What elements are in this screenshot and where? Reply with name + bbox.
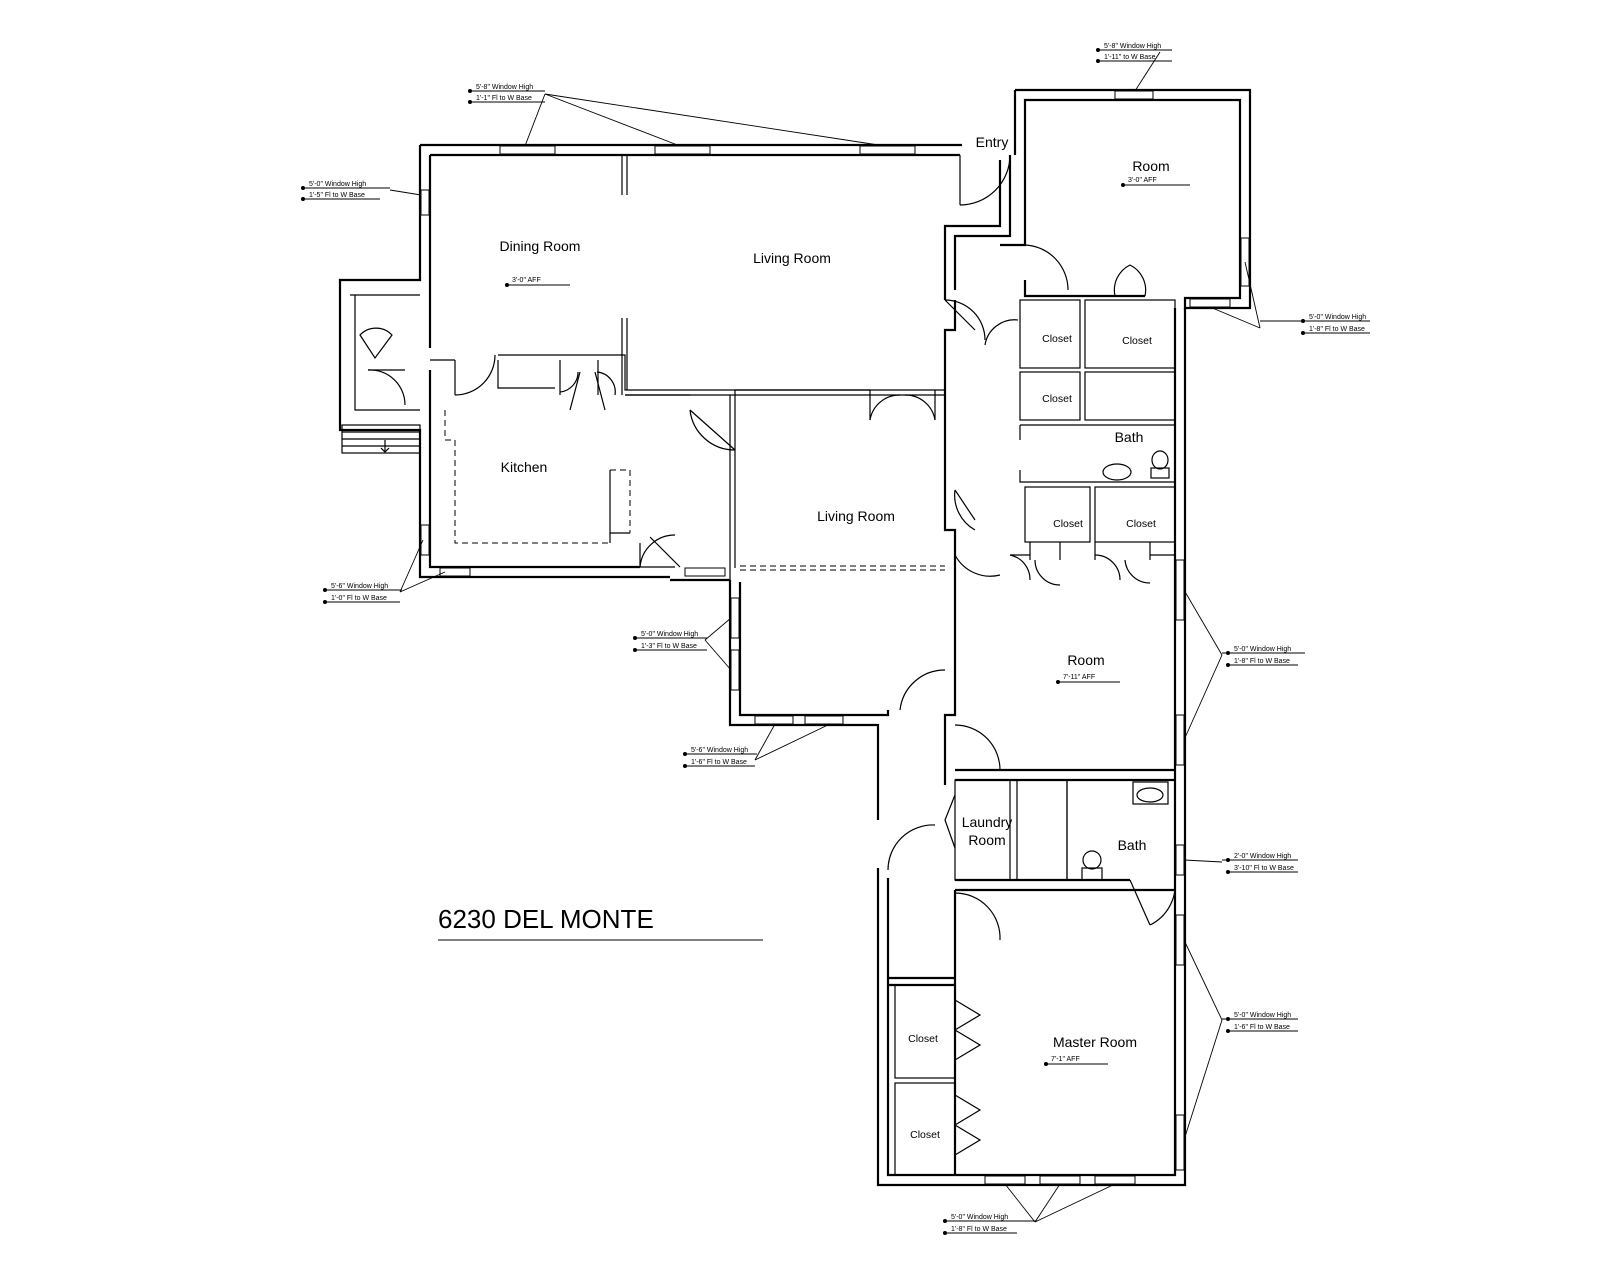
svg-text:1'-0" Fl to W Base: 1'-0" Fl to W Base	[331, 595, 387, 602]
window-note: 5'-6" Window High 1'-6" Fl to W Base	[683, 747, 757, 768]
svg-text:1'-8" Fl to W Base: 1'-8" Fl to W Base	[951, 1226, 1007, 1233]
bath-2-label: Bath	[1118, 837, 1147, 853]
window-note: 5'-0" Window High 1'-6" Fl to W Base	[1222, 1012, 1298, 1033]
laundry-label-line2: Room	[968, 832, 1005, 848]
living-room-label-1: Living Room	[753, 250, 831, 266]
svg-text:1'-8" Fl to W Base: 1'-8" Fl to W Base	[1234, 658, 1290, 665]
living-room-label-2: Living Room	[817, 508, 895, 524]
closet-3-label: Closet	[1042, 393, 1072, 405]
closet-2-label: Closet	[1122, 335, 1152, 347]
room-mid-aff: 7'-11" AFF	[1063, 674, 1095, 681]
svg-text:5'-8" Window High: 5'-8" Window High	[1104, 43, 1161, 50]
kitchen-label: Kitchen	[501, 459, 548, 475]
window-note: 5'-6" Window High 1'-0" Fl to W Base	[323, 583, 402, 604]
window-note: 5'-0" Window High 1'-8" Fl to W Base	[943, 1214, 1037, 1235]
dining-room-label: Dining Room	[500, 238, 581, 254]
closet-1-label: Closet	[1042, 333, 1072, 345]
svg-text:1'-8" Fl to W Base: 1'-8" Fl to W Base	[1309, 326, 1365, 333]
master-room-label: Master Room	[1053, 1034, 1137, 1050]
plan-title: 6230 DEL MONTE	[438, 904, 654, 934]
entry-label: Entry	[976, 134, 1009, 150]
svg-text:1'-11" to W Base: 1'-11" to W Base	[1104, 54, 1156, 61]
svg-text:1'-6" Fl to W Base: 1'-6" Fl to W Base	[1234, 1024, 1290, 1031]
svg-text:5'-6" Window High: 5'-6" Window High	[331, 583, 388, 590]
svg-text:2'-0" Window High: 2'-0" Window High	[1234, 853, 1291, 860]
dining-aff: 3'-0" AFF	[512, 277, 541, 284]
svg-text:1'-6" Fl to W Base: 1'-6" Fl to W Base	[691, 759, 747, 766]
window-note: 5'-0" Window High 1'-3" Fl to W Base	[633, 631, 707, 652]
window-note: 5'-8" Window High 1'-11" to W Base	[1096, 43, 1172, 63]
window-note: 5'-0" Window High 1'-8" Fl to W Base	[1222, 646, 1305, 667]
room-labels: Dining Room Living Room Kitchen Living R…	[500, 134, 1170, 1141]
toilet-bath-2	[1082, 850, 1102, 870]
svg-text:1'-3" Fl to W Base: 1'-3" Fl to W Base	[641, 643, 697, 650]
svg-text:5'-0" Window High: 5'-0" Window High	[1309, 314, 1366, 321]
svg-text:5'-6" Window High: 5'-6" Window High	[691, 747, 748, 754]
window-notes: 5'-8" Window High 1'-1" Fl to W Base 5'-…	[301, 43, 1370, 1235]
svg-text:3'-10" Fl to W Base: 3'-10" Fl to W Base	[1234, 865, 1294, 872]
fixtures	[1081, 450, 1170, 881]
window-note: 2'-0" Window High 3'-10" Fl to W Base	[1222, 853, 1298, 874]
sink-bath-1	[1102, 463, 1132, 481]
window-note: 5'-0" Window High 1'-5" Fl to W Base	[301, 181, 390, 201]
svg-text:5'-0" Window High: 5'-0" Window High	[1234, 646, 1291, 653]
closet-4-label: Closet	[1053, 518, 1083, 530]
window-note-leaders	[389, 51, 1261, 1223]
svg-text:5'-0" Window High: 5'-0" Window High	[309, 181, 366, 188]
sink-bath-2	[1136, 787, 1164, 803]
svg-text:5'-0" Window High: 5'-0" Window High	[641, 631, 698, 638]
room-top-aff: 3'-0" AFF	[1128, 177, 1157, 184]
interior-walls	[430, 155, 1176, 1176]
closet-5-label: Closet	[1126, 518, 1156, 530]
svg-text:5'-0" Window High: 5'-0" Window High	[951, 1214, 1008, 1221]
toilet-bath-1	[1151, 450, 1169, 470]
closet-6-label: Closet	[908, 1033, 938, 1045]
aff-tags: 3'-0" AFF 3'-0" AFF 7'-11" AFF 7'-1" AFF	[505, 177, 1190, 1066]
svg-text:5'-0" Window High: 5'-0" Window High	[1234, 1012, 1291, 1019]
closet-7-label: Closet	[910, 1129, 940, 1141]
svg-text:5'-8" Window High: 5'-8" Window High	[476, 84, 533, 91]
window-note: 5'-8" Window High 1'-1" Fl to W Base	[468, 84, 545, 104]
master-aff: 7'-1" AFF	[1051, 1056, 1080, 1063]
room-top-label: Room	[1132, 158, 1169, 174]
window-note: 5'-0" Window High 1'-8" Fl to W Base	[1260, 314, 1370, 335]
svg-text:1'-5" Fl to W Base: 1'-5" Fl to W Base	[309, 192, 365, 199]
bath-1-label: Bath	[1115, 429, 1144, 445]
door-swings	[341, 154, 1176, 1156]
svg-text:1'-1" Fl to W Base: 1'-1" Fl to W Base	[476, 95, 532, 102]
room-mid-label: Room	[1067, 652, 1104, 668]
laundry-label-line1: Laundry	[962, 814, 1013, 830]
windows	[420, 90, 1250, 1185]
